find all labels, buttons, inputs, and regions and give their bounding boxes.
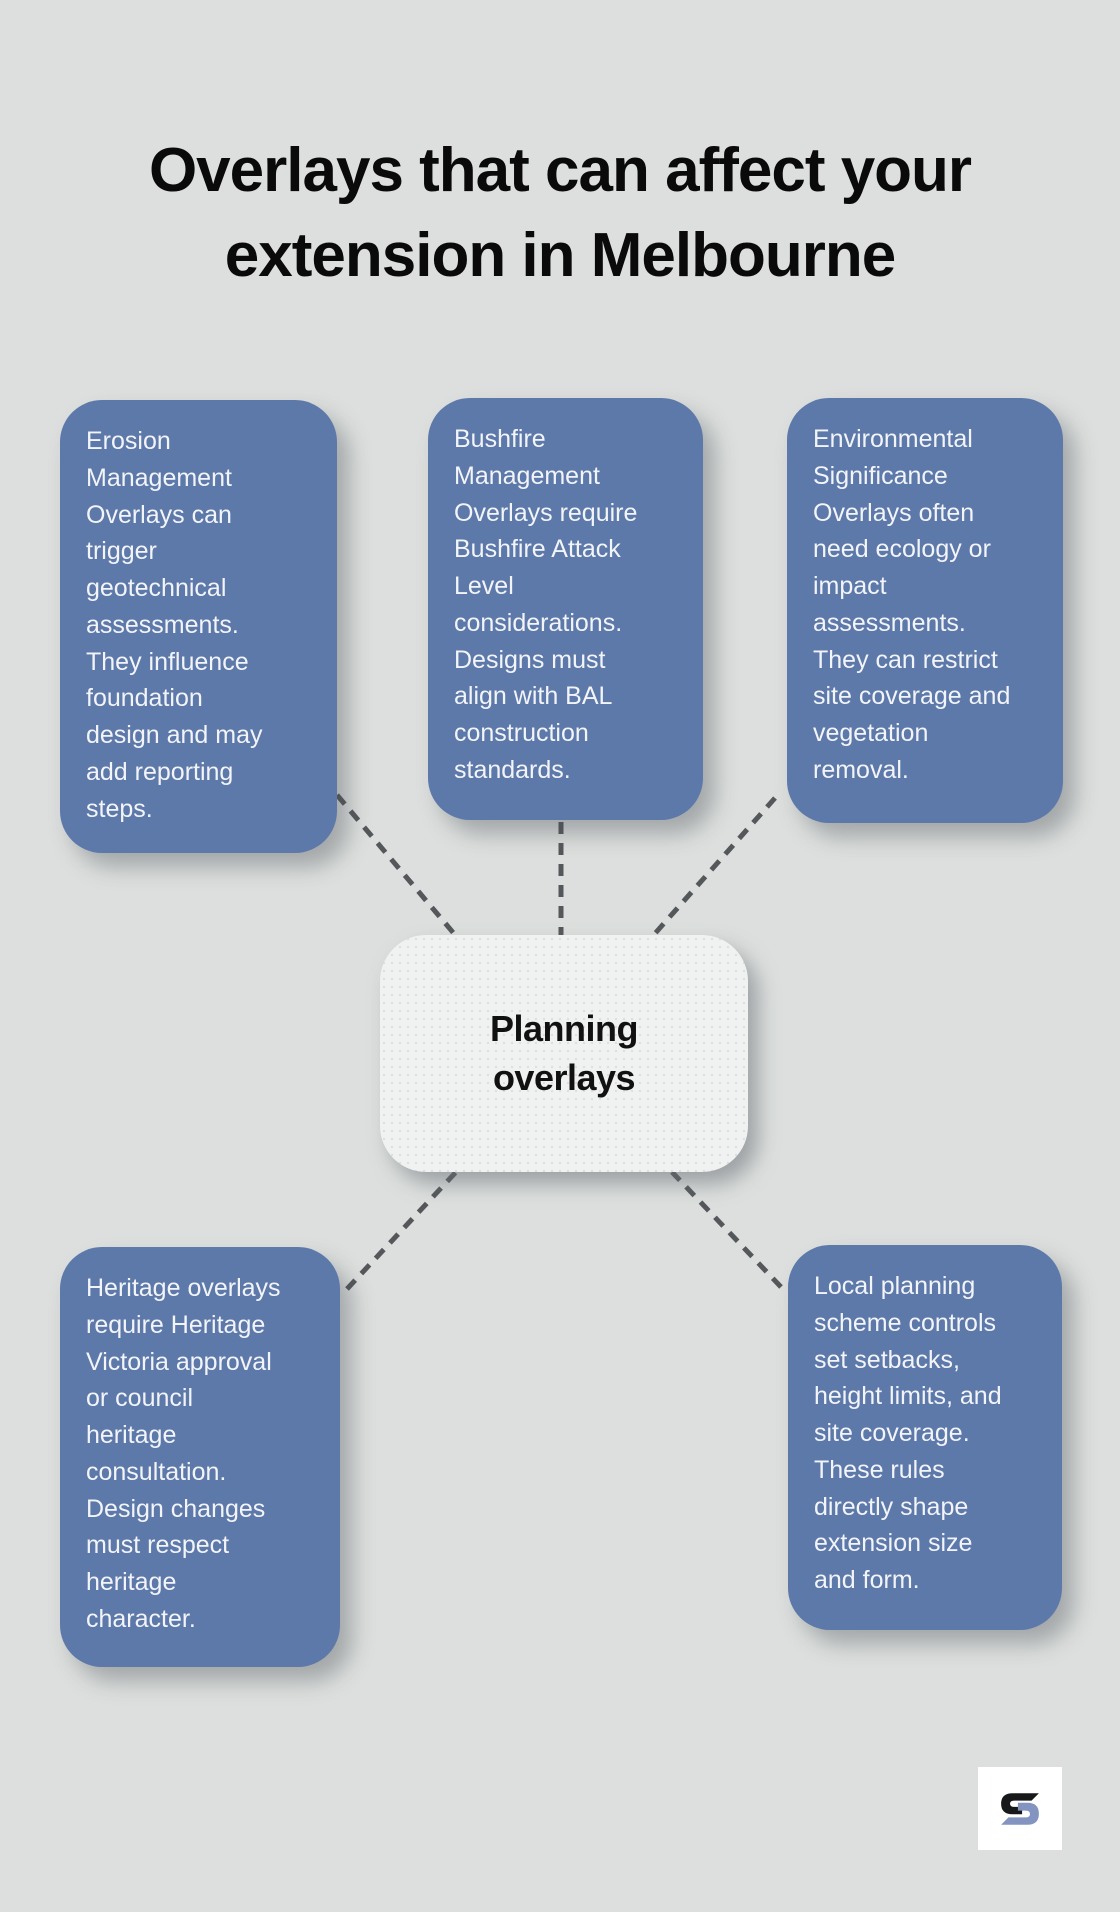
s-monogram-dark-part xyxy=(1001,1792,1039,1814)
node-environmental-significance: Environmental Significance Overlays ofte… xyxy=(787,398,1063,823)
s-monogram-icon xyxy=(1001,1792,1039,1825)
s-monogram-blue-part xyxy=(1001,1802,1039,1825)
connector-erosion-to-center xyxy=(335,793,458,938)
page-title: Overlays that can affect your extension … xyxy=(148,135,972,291)
connector-heritage-to-center xyxy=(345,1170,458,1291)
connector-local-planning-to-center xyxy=(670,1170,783,1289)
node-erosion-management: Erosion Management Overlays can trigger … xyxy=(60,400,337,853)
brand-logo-tile xyxy=(978,1767,1062,1850)
node-local-planning-scheme: Local planning scheme controls set setba… xyxy=(788,1245,1062,1630)
center-node-label: Planning overlays xyxy=(490,1007,639,1098)
node-bushfire-management: Bushfire Management Overlays require Bus… xyxy=(428,398,703,820)
center-node-planning-overlays: Planning overlays xyxy=(380,935,748,1172)
node-heritage-overlays: Heritage overlays require Heritage Victo… xyxy=(60,1247,340,1667)
